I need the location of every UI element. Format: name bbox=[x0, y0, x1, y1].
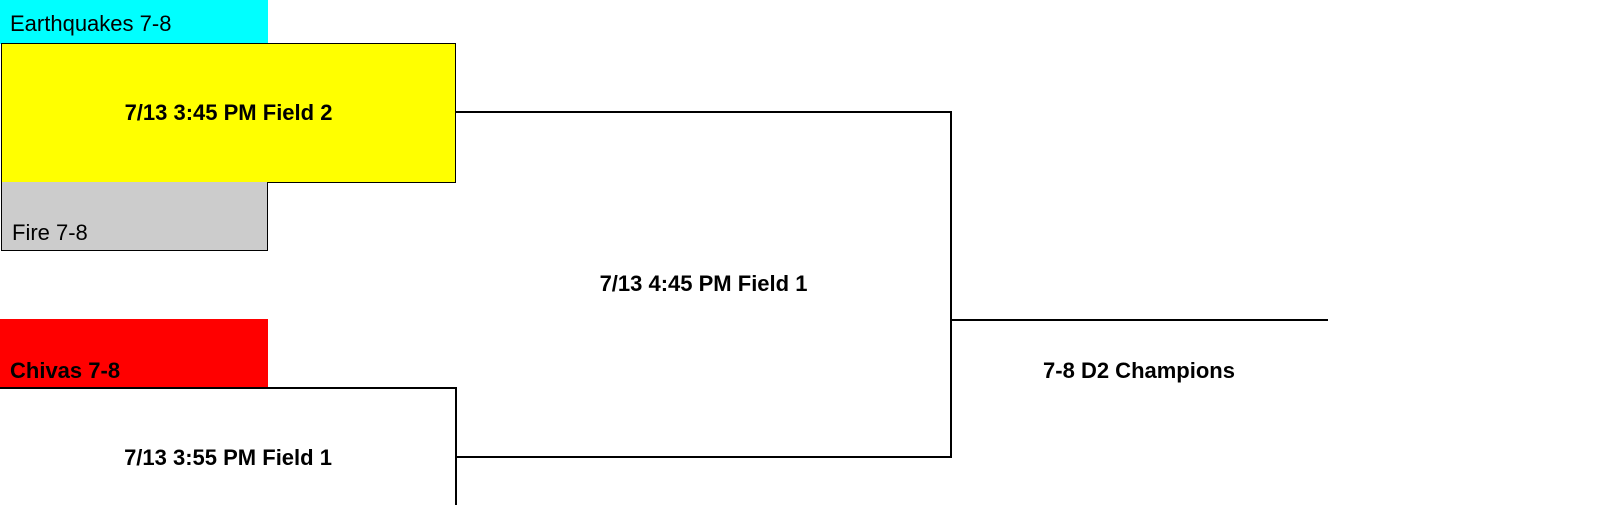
bracket-line-bottom-horizontal bbox=[455, 456, 952, 458]
bracket-line-bottom-edge bbox=[0, 387, 456, 389]
match-1-box: 7/13 3:45 PM Field 2 bbox=[1, 43, 456, 183]
team-fire: Fire 7-8 bbox=[1, 182, 268, 251]
bracket-line-right-vertical bbox=[950, 111, 952, 458]
team-earthquakes: Earthquakes 7-8 bbox=[0, 0, 268, 44]
bracket-line-top-horizontal bbox=[455, 111, 952, 113]
match-1-label: 7/13 3:45 PM Field 2 bbox=[124, 100, 333, 125]
team-chivas: Chivas 7-8 bbox=[0, 319, 268, 388]
semifinal-label: 7/13 4:45 PM Field 1 bbox=[599, 271, 808, 296]
bracket-line-bottom-vertical bbox=[455, 387, 457, 505]
champion-label: 7-8 D2 Champions bbox=[1043, 358, 1235, 383]
match-2-label: 7/13 3:55 PM Field 1 bbox=[124, 445, 332, 470]
bracket-line-final-horizontal bbox=[950, 319, 1328, 321]
